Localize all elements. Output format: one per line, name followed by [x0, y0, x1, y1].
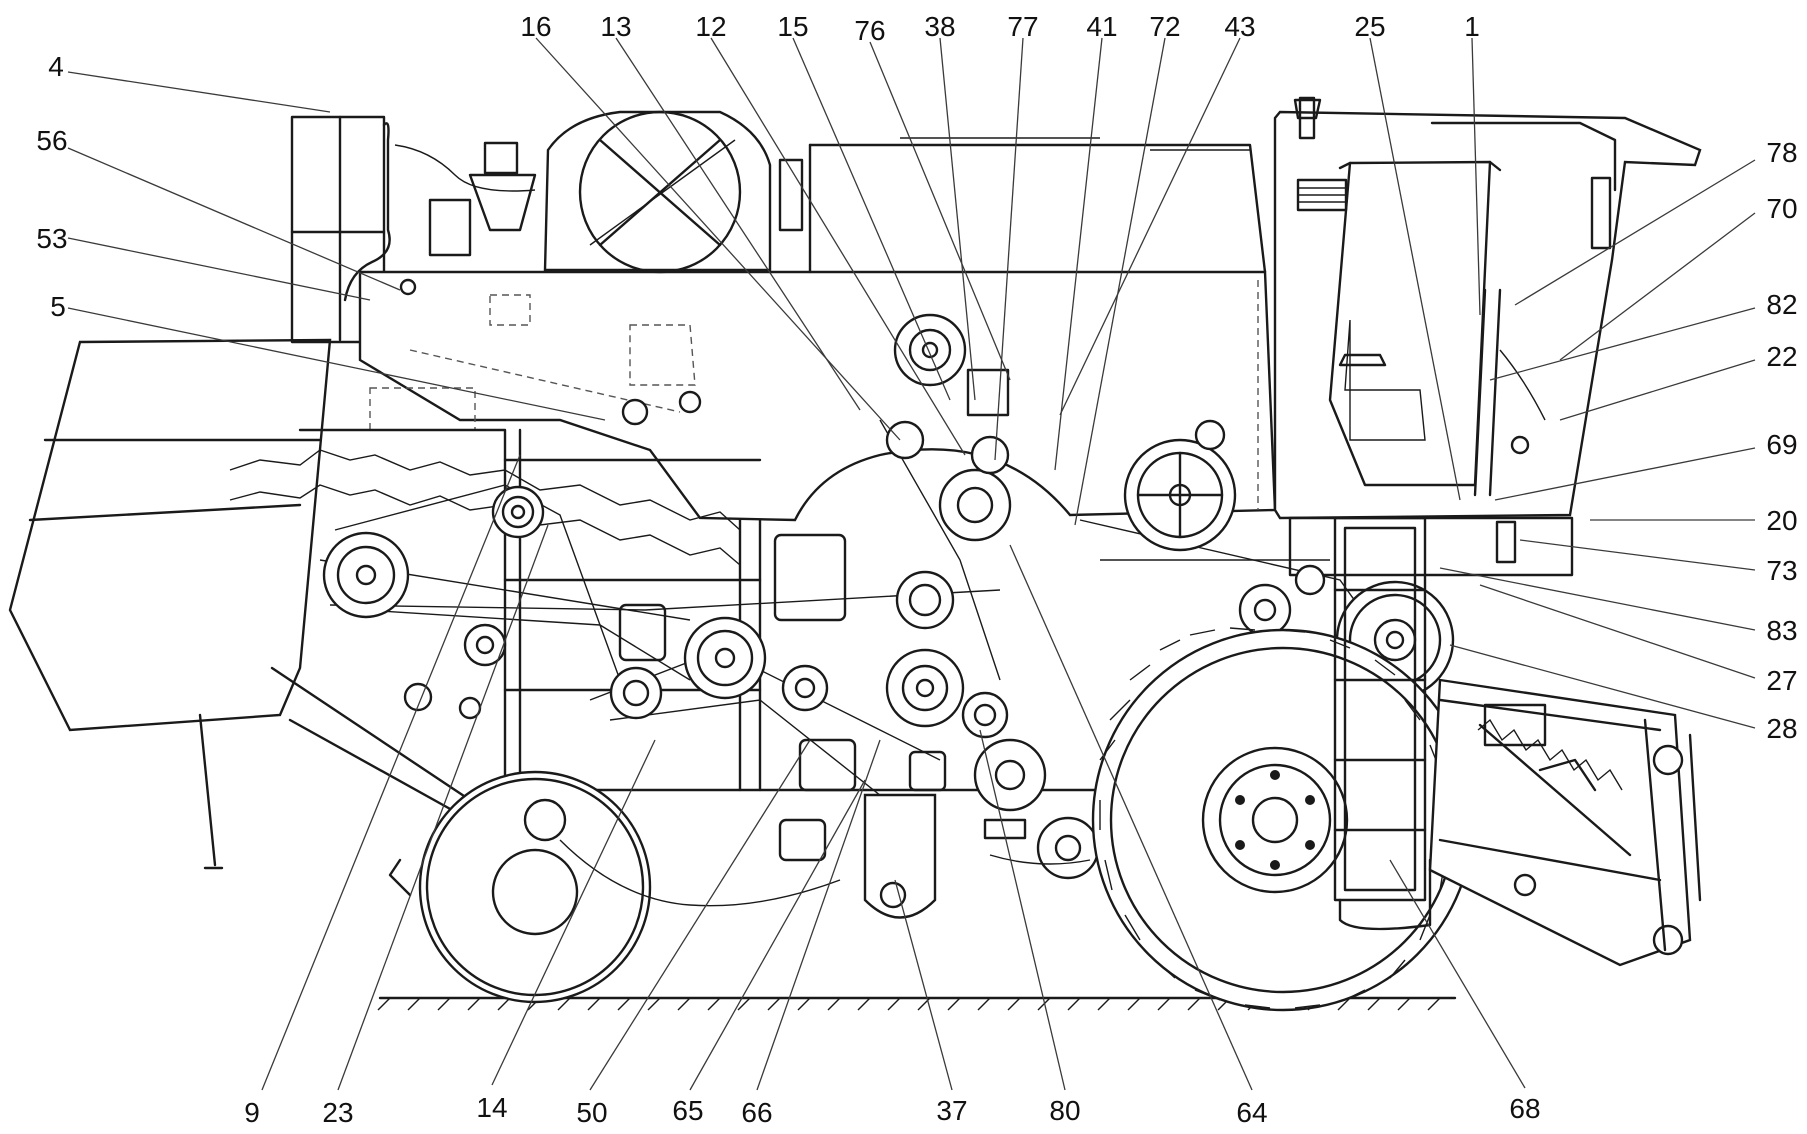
part-label-77: 77 — [1007, 11, 1038, 42]
part-label-80: 80 — [1049, 1095, 1080, 1126]
part-label-64: 64 — [1236, 1097, 1267, 1128]
left-labels: 4 56 53 5 — [36, 51, 67, 322]
rear-wheel — [388, 770, 652, 1004]
part-label-13: 13 — [600, 11, 631, 42]
part-label-5: 5 — [50, 291, 66, 322]
part-label-56: 56 — [36, 125, 67, 156]
front-steps — [1333, 516, 1432, 931]
part-label-9: 9 — [244, 1097, 260, 1128]
part-label-70: 70 — [1766, 193, 1797, 224]
part-label-16: 16 — [520, 11, 551, 42]
part-label-73: 73 — [1766, 555, 1797, 586]
right-labels: 78 70 82 22 69 20 73 83 27 28 — [1766, 137, 1797, 744]
part-label-78: 78 — [1766, 137, 1797, 168]
part-label-65: 65 — [672, 1095, 703, 1126]
straw-chute — [8, 338, 332, 870]
pulleys — [322, 313, 1455, 880]
part-label-27: 27 — [1766, 665, 1797, 696]
fan-housing — [543, 110, 804, 274]
part-label-23: 23 — [322, 1097, 353, 1128]
grain-tank-body — [358, 137, 1277, 522]
feeder-house — [1428, 678, 1702, 967]
rear-ladder — [290, 115, 537, 344]
bottom-labels: 9 23 14 50 65 66 37 80 64 68 — [244, 1092, 1540, 1128]
part-label-12: 12 — [695, 11, 726, 42]
top-labels: 16 13 12 15 76 38 77 41 72 43 25 1 — [520, 11, 1479, 46]
operator-cab — [1273, 96, 1702, 577]
part-label-38: 38 — [924, 11, 955, 42]
part-label-1: 1 — [1464, 11, 1480, 42]
part-label-22: 22 — [1766, 341, 1797, 372]
part-label-83: 83 — [1766, 615, 1797, 646]
lower-components — [559, 738, 1091, 919]
part-label-41: 41 — [1086, 11, 1117, 42]
part-label-53: 53 — [36, 223, 67, 254]
part-label-25: 25 — [1354, 11, 1385, 42]
part-label-37: 37 — [936, 1095, 967, 1126]
part-label-69: 69 — [1766, 429, 1797, 460]
part-label-4: 4 — [48, 51, 64, 82]
leader-lines — [67, 37, 1756, 1091]
part-label-28: 28 — [1766, 713, 1797, 744]
part-label-14: 14 — [476, 1092, 507, 1123]
part-label-72: 72 — [1149, 11, 1180, 42]
part-label-20: 20 — [1766, 505, 1797, 536]
part-label-76: 76 — [854, 15, 885, 46]
part-label-43: 43 — [1224, 11, 1255, 42]
part-label-50: 50 — [576, 1097, 607, 1128]
part-label-68: 68 — [1509, 1093, 1540, 1124]
part-label-82: 82 — [1766, 289, 1797, 320]
part-label-15: 15 — [777, 11, 808, 42]
part-label-66: 66 — [741, 1097, 772, 1128]
